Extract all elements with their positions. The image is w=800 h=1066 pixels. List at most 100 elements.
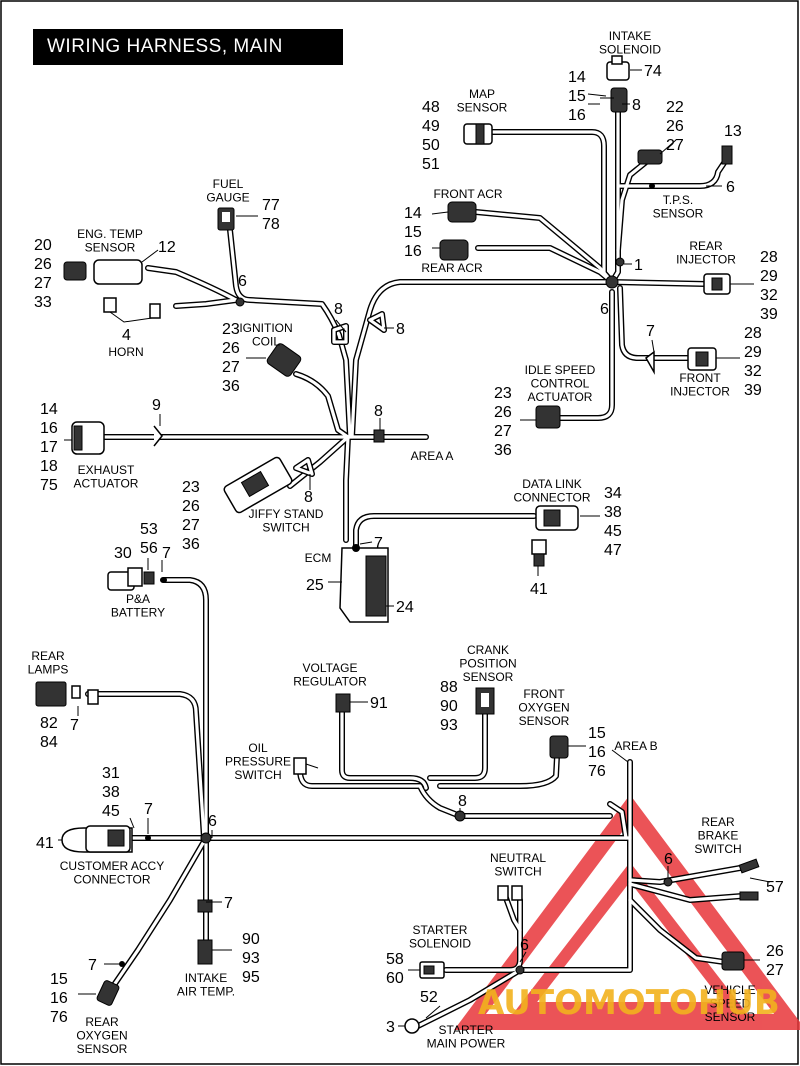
jiffy-stand-part (223, 456, 293, 514)
harness-wire-core (628, 898, 726, 964)
vehicle-speed-part (721, 951, 745, 971)
callout-starter-52: 52 (420, 989, 438, 1006)
callout-junction-6b: 6 (208, 813, 217, 830)
callout-rear-oxygen-7: 7 (88, 957, 97, 974)
harness-wire-core (518, 760, 632, 972)
callout-tps-6: 6 (726, 179, 735, 196)
callout-ecm-24: 24 (396, 599, 414, 616)
callout-clip-8a: 8 (334, 301, 343, 318)
callout-voltage-regulator: 91 (370, 695, 388, 712)
callout-rear-lamps-7: 7 (70, 717, 79, 734)
callout-customer-41: 41 (36, 835, 54, 852)
harness-wire (437, 753, 560, 789)
rear-oxygen-part (96, 961, 125, 1006)
acr-parts (439, 201, 625, 289)
exhaust-actuator-part (71, 421, 163, 455)
harness-wire (617, 285, 693, 361)
callout-eng-temp-12: 12 (158, 239, 176, 256)
callout-ecm-25: 25 (306, 577, 324, 594)
front-injector-part (645, 347, 717, 375)
harness-wire-core (438, 754, 559, 788)
intake-air-temp-part (197, 899, 213, 965)
harness-wire-core (610, 280, 708, 286)
fuel-gauge-part (217, 207, 235, 231)
horn-part (103, 297, 161, 319)
harness-wire-core (618, 286, 692, 360)
callout-battery-30: 30 (114, 545, 132, 562)
label-area-b: AREA B (614, 739, 657, 753)
callout-oil-8: 8 (458, 793, 467, 810)
customer-accy-part (61, 825, 212, 853)
harness-wire-core (344, 435, 350, 542)
callout-intake-air-7: 7 (224, 895, 233, 912)
callout-rear-brake-57: 57 (766, 879, 784, 896)
label-tps-sensor: T.P.S.SENSOR (653, 193, 704, 221)
harness-wire-core (608, 802, 628, 840)
harness-wire-core (86, 692, 206, 840)
oil-pressure-part (293, 757, 466, 822)
harness-wire-core (288, 435, 350, 488)
watermark-outer-triangle (454, 794, 800, 1030)
neutral-switch-part (497, 885, 525, 975)
harness-wire-core (294, 458, 314, 476)
callout-neutral-6: 6 (520, 937, 529, 954)
harness-wire (349, 279, 615, 440)
harness-wire-core (368, 312, 386, 332)
callout-junction-1: 1 (634, 257, 643, 274)
label-area-a: AREA A (411, 449, 454, 463)
starter-solenoid-part (419, 961, 445, 979)
harness-wire-core (428, 710, 487, 780)
tps-sensor-part (637, 145, 733, 189)
harness-wire-core (504, 896, 522, 932)
callout-eng-6: 6 (238, 273, 247, 290)
harness-wire-core (558, 290, 614, 420)
harness-wire (475, 245, 615, 285)
harness-wire-core (476, 246, 614, 284)
watermark (454, 794, 800, 1030)
callout-tps-13: 13 (724, 123, 742, 140)
harness-wire-core (174, 298, 238, 308)
callout-intake-solenoid-8: 8 (632, 97, 641, 114)
harness-wire-core (161, 578, 208, 840)
label-horn: HORN (108, 345, 143, 359)
page-title: WIRING HARNESS, MAIN (33, 29, 343, 65)
harness-lower (85, 577, 745, 1029)
map-sensor-part (463, 123, 493, 145)
harness-wire-core (628, 866, 742, 884)
harness-wire-core (616, 156, 653, 252)
label-front-acr: FRONT ACR (433, 187, 502, 201)
ecm-part (339, 544, 389, 623)
harness-wire-core (146, 266, 238, 302)
callout-customer-7: 7 (144, 801, 153, 818)
